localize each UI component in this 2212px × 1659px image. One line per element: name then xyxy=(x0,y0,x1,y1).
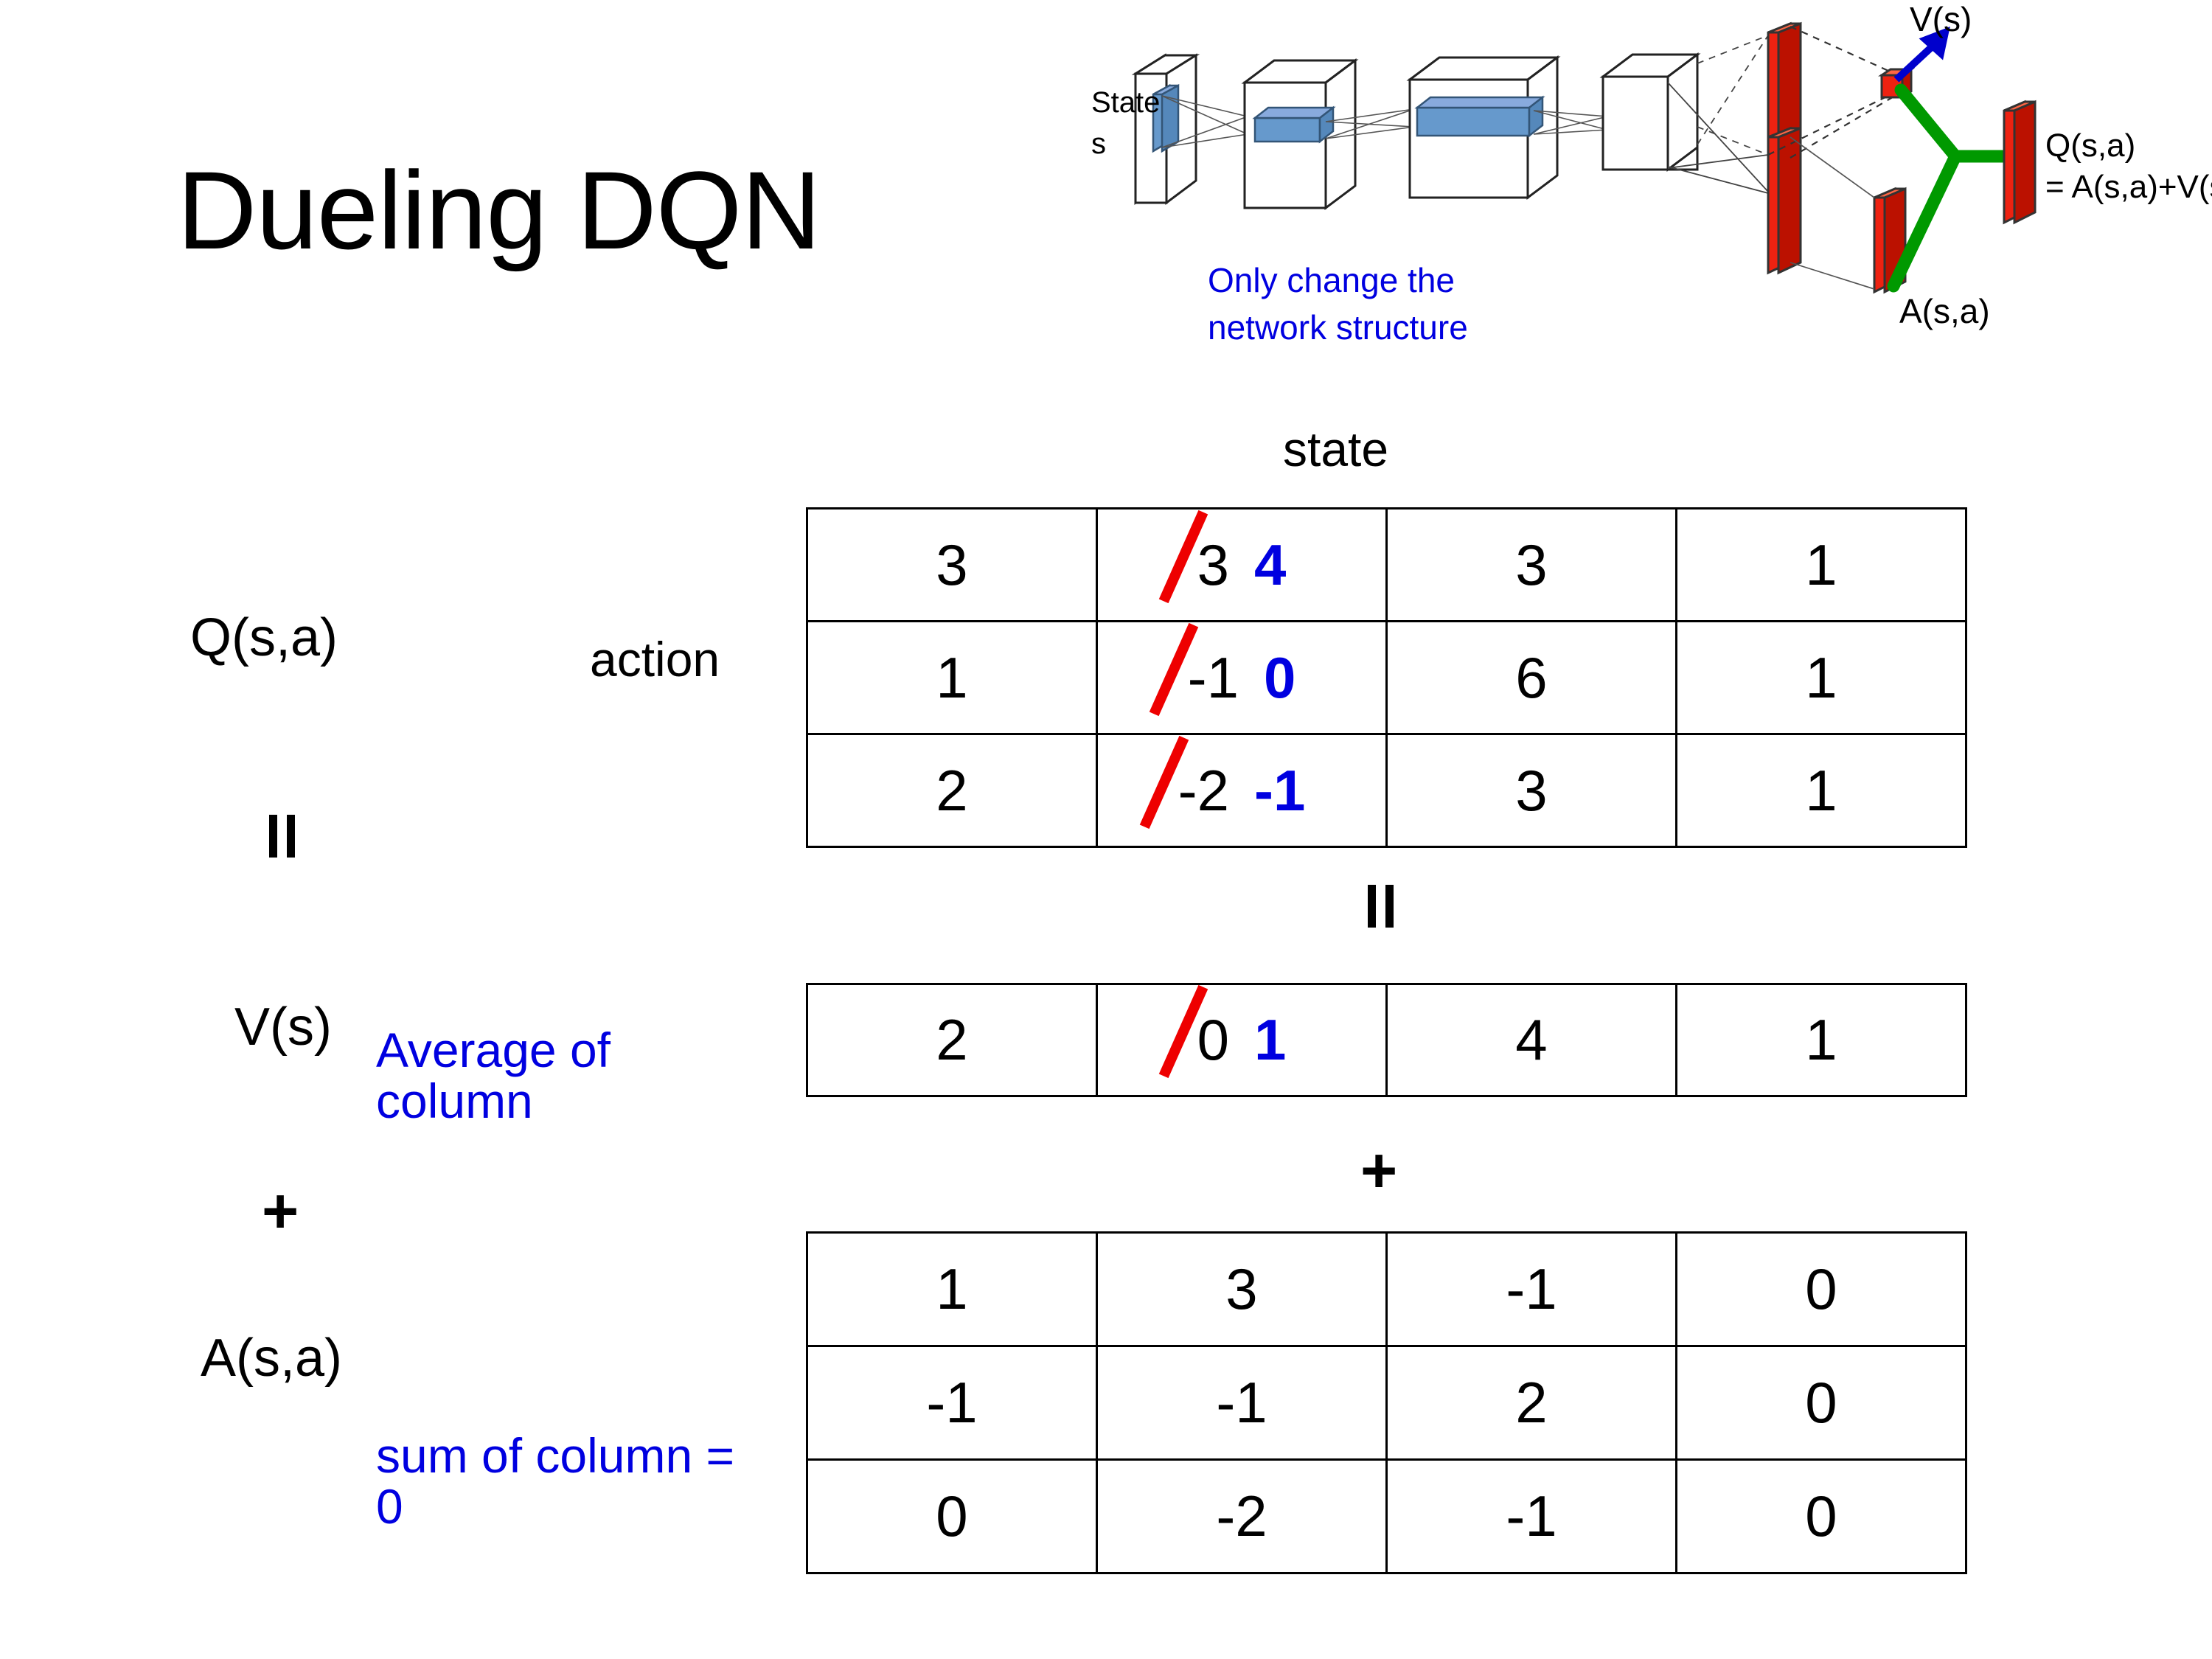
a-cell-r2c2[interactable]: -1 xyxy=(1385,1458,1677,1574)
q-value-table: 3 3 4 3 1 1 -1 0 6 1 2 -2 -1 3 1 xyxy=(806,507,1967,848)
edited-cell: -2 -1 xyxy=(1178,757,1306,824)
diagram-note-line2: network structure xyxy=(1208,308,1468,347)
table-row: -1 -1 2 0 xyxy=(806,1345,1967,1461)
a-cell-r2c3[interactable]: 0 xyxy=(1675,1458,1967,1574)
a-cell-r0c3[interactable]: 0 xyxy=(1675,1231,1967,1347)
v-cell-c2[interactable]: 4 xyxy=(1385,983,1677,1097)
plus-sign-middle: + xyxy=(1360,1135,1398,1206)
q-cell-r0c2[interactable]: 3 xyxy=(1385,507,1677,622)
table-row: 2 0 1 4 1 xyxy=(806,983,1967,1097)
q-cell-r1c0[interactable]: 1 xyxy=(806,620,1098,735)
corrected-value: 0 xyxy=(1263,644,1296,710)
a-cell-r1c3[interactable]: 0 xyxy=(1675,1345,1967,1461)
label-a-function: A(s,a) xyxy=(201,1329,343,1388)
diagram-q-label-line1: Q(s,a) xyxy=(2045,128,2135,164)
a-cell-r0c1[interactable]: 3 xyxy=(1096,1231,1388,1347)
a-cell-r1c1[interactable]: -1 xyxy=(1096,1345,1388,1461)
dueling-network-diagram: State s V(s) A(s,a) Q(s,a) = A(s,a)+V(s)… xyxy=(1091,0,2212,420)
label-v-function: V(s) xyxy=(234,998,332,1057)
struck-old-value: -1 xyxy=(1187,644,1239,710)
table-row: 1 3 -1 0 xyxy=(806,1231,1967,1347)
edited-cell: -1 0 xyxy=(1188,644,1296,712)
q-cell-r1c3[interactable]: 1 xyxy=(1675,620,1967,735)
table-row: 3 3 4 3 1 xyxy=(806,507,1967,622)
table-row: 0 -2 -1 0 xyxy=(806,1458,1967,1574)
q-cell-r0c1[interactable]: 3 4 xyxy=(1096,507,1388,622)
axis-label-state: state xyxy=(1283,422,1389,476)
diagram-note-line1: Only change the xyxy=(1208,261,1455,299)
table-row: 1 -1 0 6 1 xyxy=(806,620,1967,735)
a-cell-r0c2[interactable]: -1 xyxy=(1385,1231,1677,1347)
a-cell-r0c0[interactable]: 1 xyxy=(806,1231,1098,1347)
axis-label-action: action xyxy=(590,632,720,686)
page-title: Dueling DQN xyxy=(177,148,821,272)
q-cell-r1c1[interactable]: -1 0 xyxy=(1096,620,1388,735)
corrected-value: -1 xyxy=(1254,757,1306,823)
v-cell-c1[interactable]: 0 1 xyxy=(1096,983,1388,1097)
a-cell-r2c0[interactable]: 0 xyxy=(806,1458,1098,1574)
diagram-q-label-line2: = A(s,a)+V(s) xyxy=(2045,169,2212,205)
struck-old-value: -2 xyxy=(1178,757,1229,823)
q-cell-r1c2[interactable]: 6 xyxy=(1385,620,1677,735)
equals-glyph xyxy=(1368,885,1394,928)
diagram-v-label: V(s) xyxy=(1910,0,1972,38)
edited-cell: 0 1 xyxy=(1197,1006,1287,1074)
equals-sign-middle xyxy=(1368,885,1394,928)
q-cell-r2c2[interactable]: 3 xyxy=(1385,733,1677,848)
table-row: 2 -2 -1 3 1 xyxy=(806,733,1967,848)
q-cell-r0c0[interactable]: 3 xyxy=(806,507,1098,622)
diagram-a-label: A(s,a) xyxy=(1899,292,1990,330)
edited-cell: 3 4 xyxy=(1197,532,1287,599)
label-q-function: Q(s,a) xyxy=(190,608,338,667)
v-value-table: 2 0 1 4 1 xyxy=(806,983,1967,1097)
diagram-state-label-line1: State xyxy=(1091,86,1160,119)
v-cell-c3[interactable]: 1 xyxy=(1675,983,1967,1097)
plus-sign-left: + xyxy=(262,1176,299,1247)
q-cell-r2c0[interactable]: 2 xyxy=(806,733,1098,848)
corrected-value: 1 xyxy=(1254,1007,1287,1072)
a-value-table: 1 3 -1 0 -1 -1 2 0 0 -2 -1 0 xyxy=(806,1231,1967,1574)
q-cell-r2c3[interactable]: 1 xyxy=(1675,733,1967,848)
v-cell-c0[interactable]: 2 xyxy=(806,983,1098,1097)
q-cell-r2c1[interactable]: -2 -1 xyxy=(1096,733,1388,848)
note-average-of-column: Average of column xyxy=(376,1023,611,1129)
equals-glyph xyxy=(269,815,295,858)
q-cell-r0c3[interactable]: 1 xyxy=(1675,507,1967,622)
corrected-value: 4 xyxy=(1254,532,1287,597)
diagram-state-label-line2: s xyxy=(1091,128,1106,160)
note-sum-of-column: sum of column = 0 xyxy=(376,1428,735,1534)
struck-old-value: 0 xyxy=(1197,1007,1229,1072)
a-cell-r2c1[interactable]: -2 xyxy=(1096,1458,1388,1574)
a-cell-r1c2[interactable]: 2 xyxy=(1385,1345,1677,1461)
a-cell-r1c0[interactable]: -1 xyxy=(806,1345,1098,1461)
struck-old-value: 3 xyxy=(1197,532,1229,597)
equals-sign-left xyxy=(269,815,295,858)
